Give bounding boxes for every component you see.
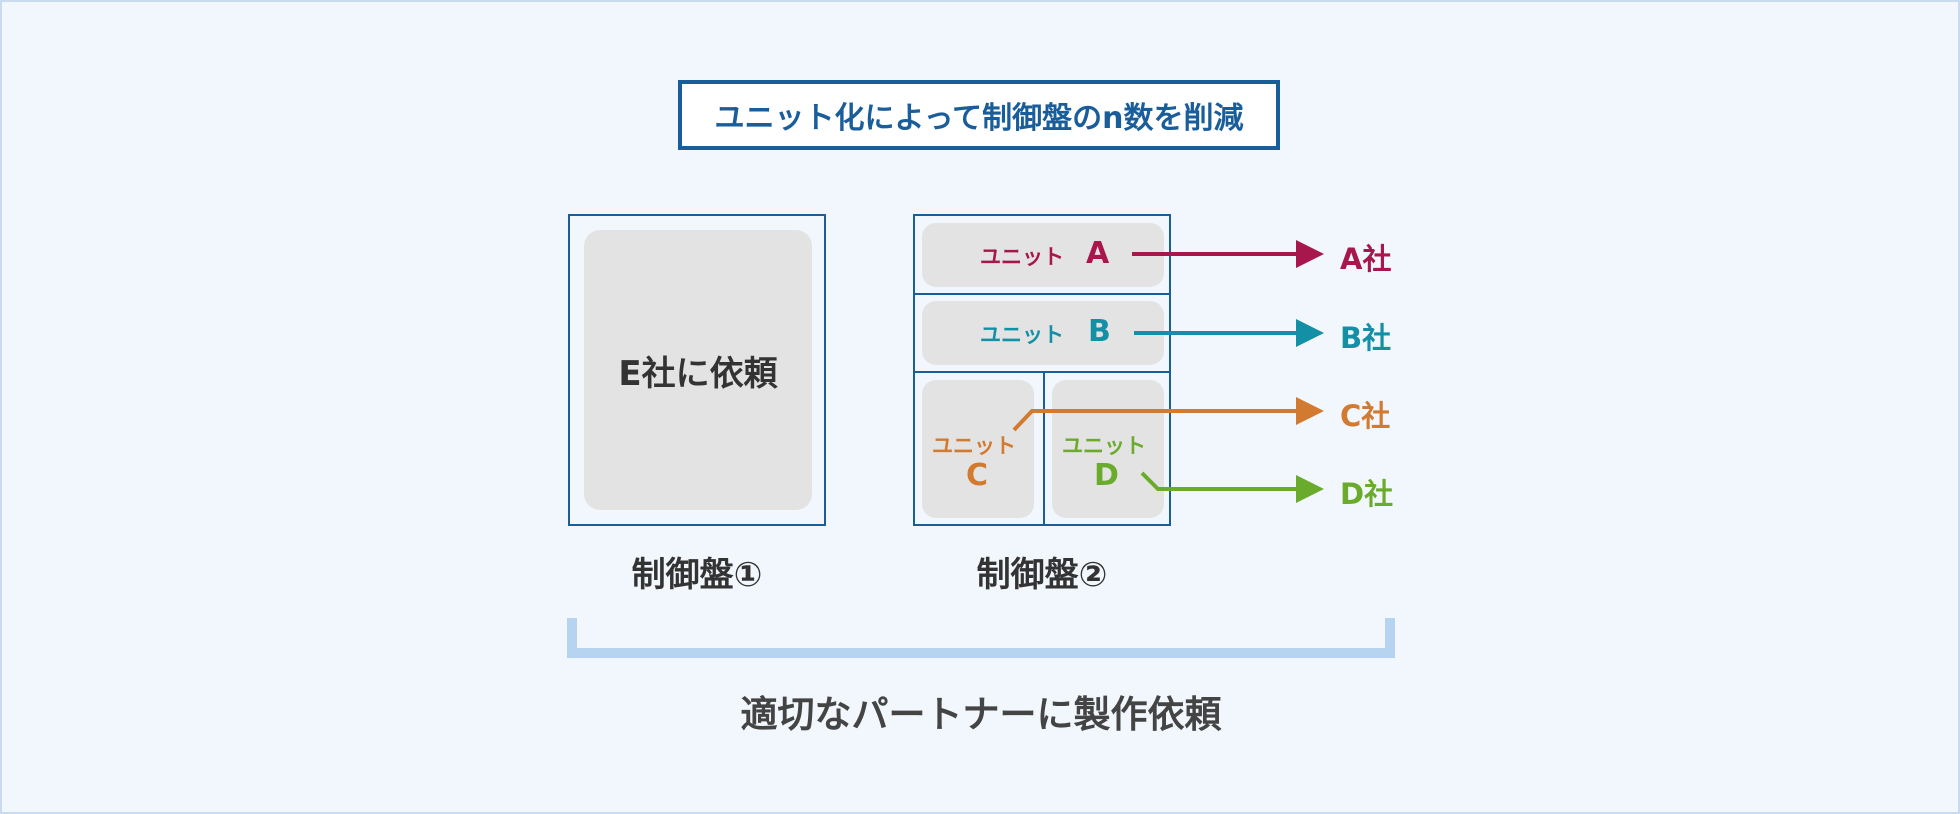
arrow-unit-c <box>1012 397 1324 432</box>
panel-1-cell: E社に依頼 <box>584 230 812 510</box>
panel-2-divider-3 <box>1043 371 1045 526</box>
panel-2-divider-1 <box>915 293 1171 295</box>
diagram-title-text: ユニット化によって制御盤のn数を削減 <box>714 101 1244 136</box>
unit-d-letter: D <box>1094 458 1119 493</box>
unit-c-prefix: ユニット <box>932 434 1016 458</box>
unit-c-cell: ユニット C <box>922 380 1034 518</box>
arrow-unit-a <box>1132 240 1324 268</box>
company-c-label: C社 <box>1340 399 1391 433</box>
arrow-unit-d <box>1140 471 1324 503</box>
unit-b-letter: B <box>1088 314 1111 349</box>
bottom-caption: 適切なパートナーに製作依頼 <box>740 693 1222 736</box>
arrow-unit-b <box>1134 319 1324 347</box>
diagram-title: ユニット化によって制御盤のn数を削減 <box>678 80 1280 150</box>
panel-2-caption: 制御盤② <box>976 555 1108 595</box>
unit-a-prefix: ユニット <box>980 245 1064 269</box>
unit-a-letter: A <box>1086 236 1110 271</box>
control-panel-1: E社に依頼 <box>568 214 826 526</box>
unit-d-prefix: ユニット <box>1062 434 1146 458</box>
company-d-label: D社 <box>1340 477 1394 511</box>
unit-d-cell: ユニット D <box>1052 380 1164 518</box>
grouping-bracket <box>567 618 1395 658</box>
company-a-label: A社 <box>1340 242 1392 276</box>
panel-1-caption: 制御盤① <box>631 555 763 595</box>
panel-1-cell-label: E社に依頼 <box>618 353 778 394</box>
company-b-label: B社 <box>1340 321 1392 355</box>
unit-b-cell: ユニット B <box>922 301 1164 365</box>
unit-a-cell: ユニット A <box>922 223 1164 287</box>
control-panel-2: ユニット A ユニット B ユニット C ユニット D <box>913 214 1171 526</box>
unit-b-prefix: ユニット <box>980 323 1064 347</box>
unit-c-letter: C <box>966 458 989 493</box>
